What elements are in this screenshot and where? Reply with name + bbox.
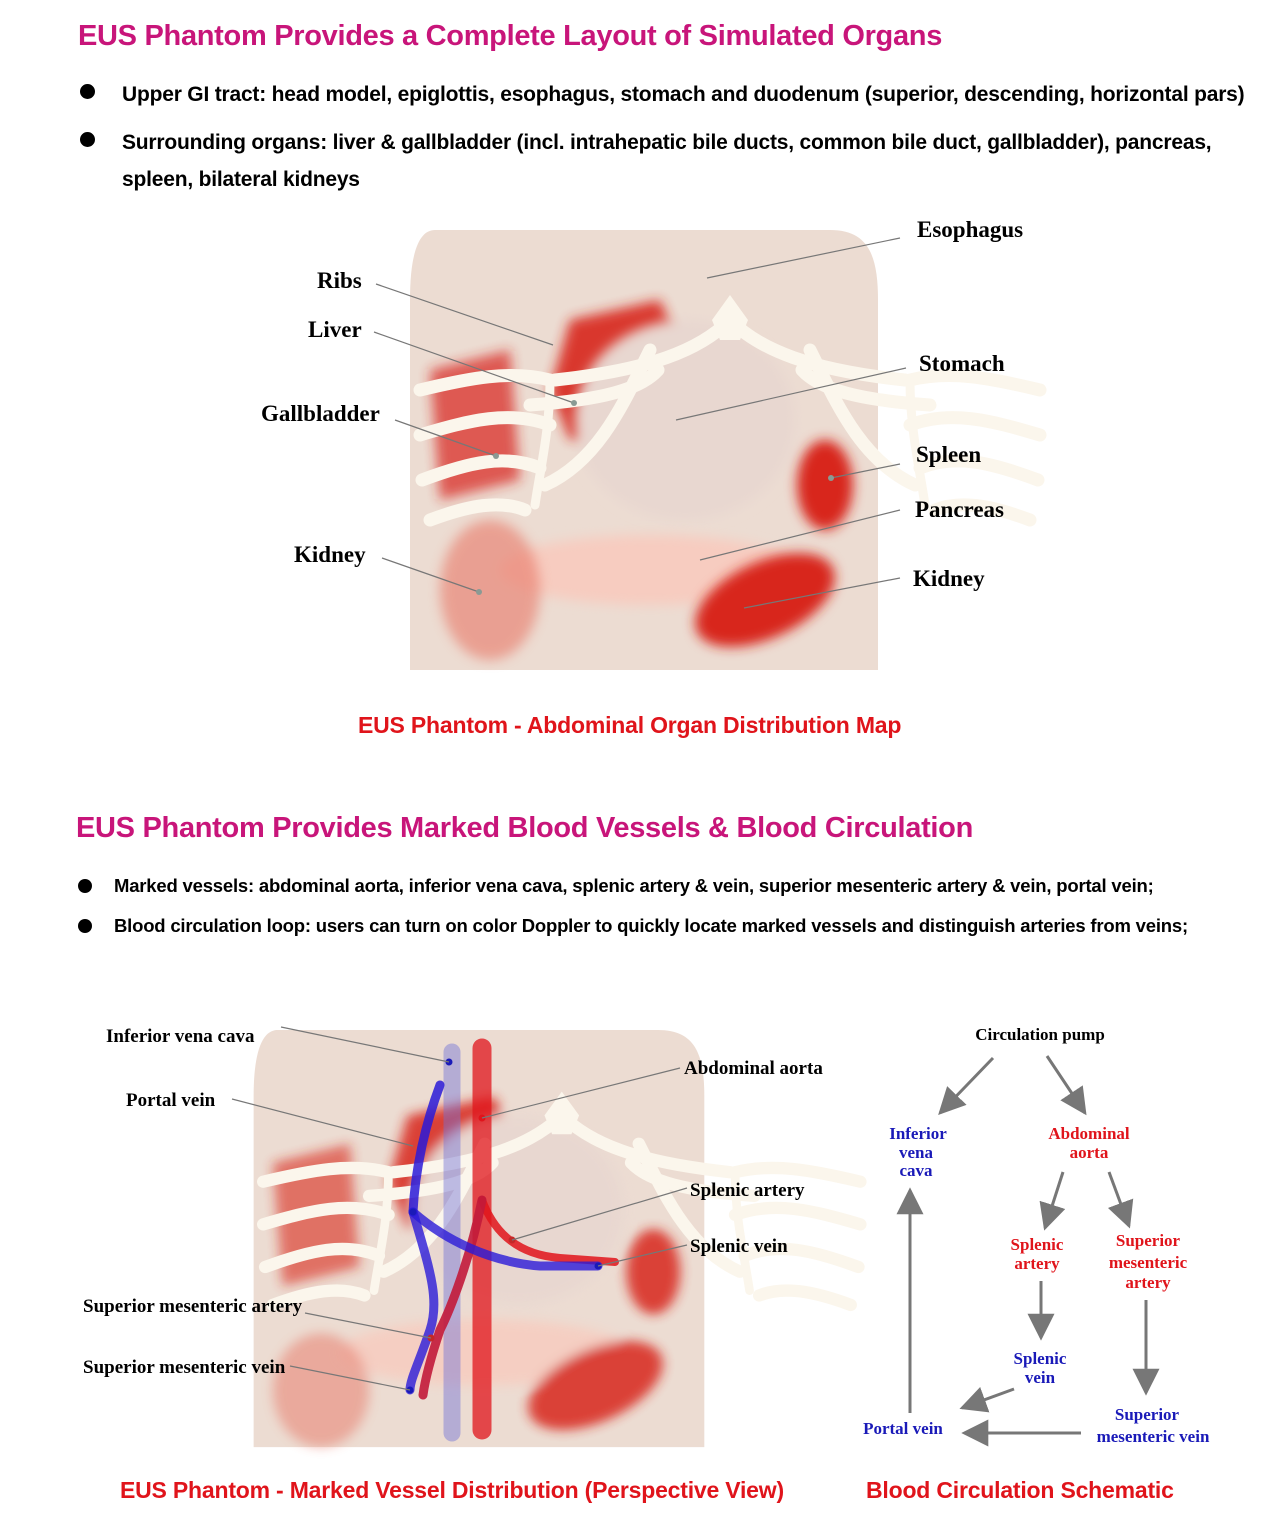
node-superior-mesenteric-artery: Superior mesenteric artery [1109, 1231, 1188, 1292]
caption-vessel-map: EUS Phantom - Marked Vessel Distribution… [120, 1477, 784, 1503]
label-pancreas: Pancreas [915, 497, 1004, 522]
label-stomach: Stomach [919, 351, 1005, 376]
arrow-splenic-vein-to-portal [959, 1386, 1015, 1413]
vessel-markers [406, 1058, 602, 1394]
organ-leader-lines [373, 237, 907, 609]
label-liver: Liver [308, 317, 362, 342]
label-ribs: Ribs [317, 268, 362, 293]
kidney-right-region [695, 553, 835, 647]
circulation-schematic: Circulation pump Inferior vena cava Abdo… [863, 1025, 1210, 1447]
label-portal-vein: Portal vein [126, 1090, 216, 1111]
label-abdominal-aorta: Abdominal aorta [684, 1058, 823, 1079]
bullet-blood-circulation: Blood circulation loop: users can turn o… [76, 913, 1266, 939]
section1-bullets: Upper GI tract: head model, epiglottis, … [78, 76, 1258, 209]
node-abdominal-aorta: Abdominal aorta [1048, 1124, 1130, 1162]
node-inferior-vena-cava: Inferior vena cava [889, 1124, 947, 1180]
section1-heading: EUS Phantom Provides a Complete Layout o… [78, 20, 943, 52]
phantom-organ-map [410, 230, 1040, 670]
label-splenic-artery: Splenic artery [690, 1180, 805, 1201]
section2-bullets: Marked vessels: abdominal aorta, inferio… [76, 873, 1266, 953]
node-circulation-pump: Circulation pump [975, 1025, 1105, 1044]
bullet-surrounding-organs: Surrounding organs: liver & gallbladder … [78, 124, 1258, 198]
svg-text:Superior: Superior [1115, 1405, 1180, 1424]
label-gallbladder: Gallbladder [261, 401, 380, 426]
kidney-left-region [440, 520, 540, 660]
organ-label-dots [476, 400, 834, 595]
svg-text:artery: artery [1125, 1273, 1171, 1292]
svg-text:Splenic: Splenic [1014, 1349, 1067, 1368]
caption-circulation-schematic: Blood Circulation Schematic [866, 1477, 1174, 1503]
svg-text:cava: cava [899, 1161, 933, 1180]
svg-text:mesenteric vein: mesenteric vein [1097, 1427, 1210, 1446]
spleen-region [797, 440, 853, 530]
vessel-leader-lines [231, 1026, 688, 1391]
schematic-arrows [896, 1055, 1160, 1447]
arrow-pump-to-aorta [1045, 1055, 1087, 1116]
section2-heading: EUS Phantom Provides Marked Blood Vessel… [76, 812, 974, 844]
splenic-artery-vessel [478, 1196, 619, 1266]
node-portal-vein: Portal vein [863, 1419, 943, 1438]
label-kidney-right: Kidney [913, 566, 985, 591]
label-inferior-vena-cava: Inferior vena cava [106, 1026, 255, 1047]
arrow-pump-to-ivc [938, 1056, 995, 1115]
caption-organ-map: EUS Phantom - Abdominal Organ Distributi… [358, 712, 902, 738]
vessel-overlay [405, 1038, 619, 1442]
svg-text:vena: vena [899, 1143, 934, 1162]
node-splenic-vein: Splenic vein [1014, 1349, 1067, 1387]
arrow-aorta-to-sma [1107, 1171, 1134, 1229]
label-spleen: Spleen [916, 442, 981, 467]
bullet-marked-vessels: Marked vessels: abdominal aorta, inferio… [76, 873, 1266, 899]
svg-text:mesenteric: mesenteric [1109, 1253, 1188, 1272]
svg-text:Inferior: Inferior [889, 1124, 947, 1143]
label-splenic-vein: Splenic vein [690, 1236, 788, 1257]
label-superior-mesenteric-artery: Superior mesenteric artery [83, 1296, 303, 1317]
svg-text:artery: artery [1014, 1254, 1060, 1273]
svg-text:Abdominal: Abdominal [1048, 1124, 1130, 1143]
splenic-vein-vessel [408, 1207, 603, 1271]
node-superior-mesenteric-vein: Superior mesenteric vein [1097, 1405, 1210, 1446]
portal-vein-vessel [408, 1080, 445, 1217]
svg-text:Splenic: Splenic [1011, 1235, 1064, 1254]
node-splenic-artery: Splenic artery [1011, 1235, 1064, 1273]
label-superior-mesenteric-vein: Superior mesenteric vein [83, 1357, 286, 1378]
smv-vessel [405, 1207, 439, 1395]
arrow-aorta-to-splenic-artery [1039, 1171, 1066, 1231]
svg-text:vein: vein [1025, 1368, 1056, 1387]
label-kidney-left: Kidney [294, 542, 366, 567]
svg-text:Superior: Superior [1116, 1231, 1181, 1250]
label-esophagus: Esophagus [917, 217, 1023, 242]
svg-text:aorta: aorta [1070, 1143, 1109, 1162]
bullet-upper-gi: Upper GI tract: head model, epiglottis, … [78, 76, 1258, 113]
